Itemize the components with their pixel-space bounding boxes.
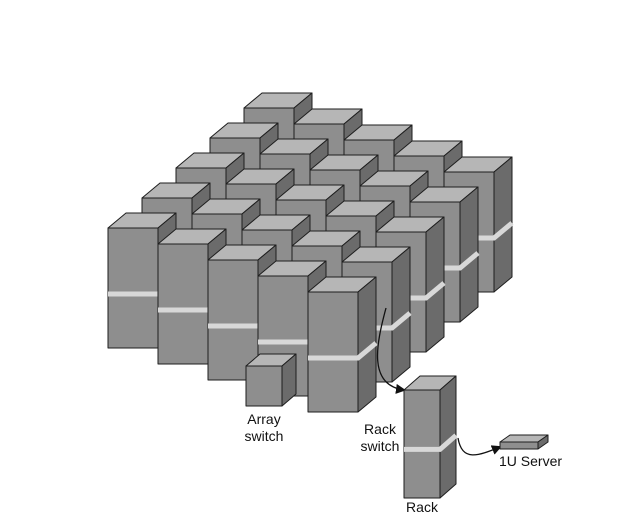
front-face [307, 291, 359, 413]
array-switch-label-line2: switch [244, 428, 284, 444]
one-u-server [499, 434, 549, 450]
rack-switch-band [404, 433, 458, 452]
server-connector-arrow [457, 437, 502, 456]
rack-r0-c1 [157, 228, 228, 365]
front-face [403, 389, 441, 499]
server-slab [499, 434, 549, 450]
server-label: 1U Server [499, 453, 563, 469]
rack-detail [403, 375, 458, 499]
front-face [499, 441, 539, 450]
array-switch-label: Array switch [240, 411, 288, 445]
rack-label: Rack [406, 499, 438, 515]
front-face [107, 227, 159, 349]
array-switch-label-line1: Array [247, 411, 281, 427]
array-switch-group [245, 353, 297, 407]
array-switch [245, 353, 297, 407]
rack-connector-arrow [376, 307, 406, 394]
front-face [157, 243, 209, 365]
single-rack [403, 375, 458, 499]
front-face [245, 365, 283, 407]
rack-switch-label-line2: switch [360, 438, 400, 454]
rack-switch-band [308, 341, 378, 361]
rack-switch-label: Rack switch [356, 421, 404, 455]
rack-r0-c4 [307, 276, 378, 413]
rack-switch-label-line1: Rack [364, 421, 396, 437]
rack-array [107, 92, 514, 413]
